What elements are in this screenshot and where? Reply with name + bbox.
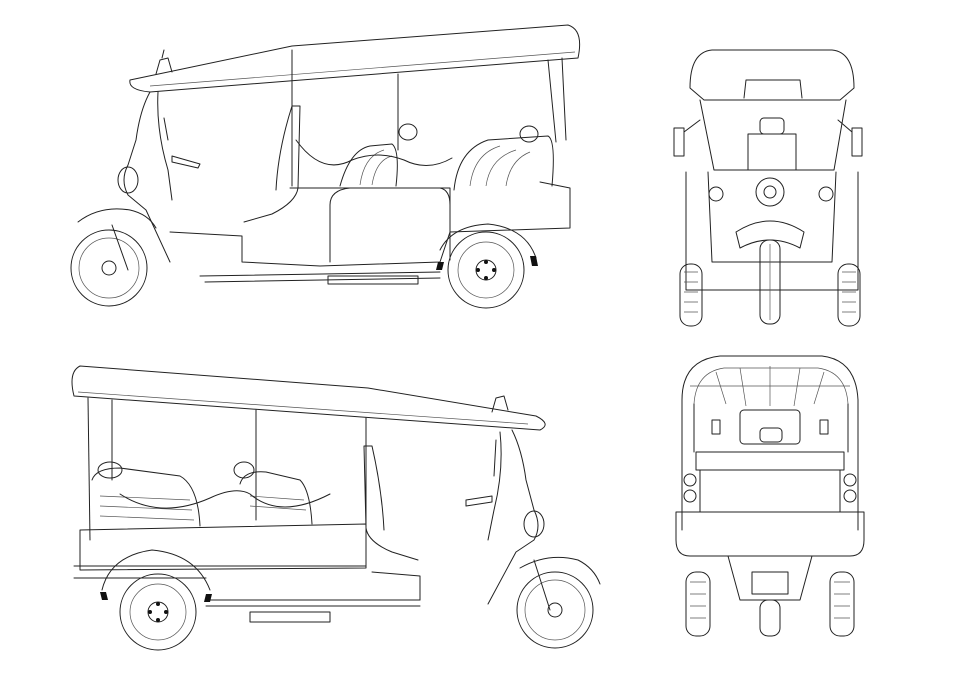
tail-light-right <box>843 473 857 487</box>
driver-seat-right <box>363 445 419 561</box>
front-cowl <box>123 91 171 263</box>
rear-view <box>675 355 865 637</box>
passenger-body-right <box>79 523 367 571</box>
mirror-right <box>851 127 863 157</box>
rear-view-wheel-left <box>685 571 711 637</box>
roof-right <box>71 365 546 431</box>
front-roof <box>689 49 855 101</box>
mirror-left <box>673 127 685 157</box>
handlebar-right <box>465 495 493 507</box>
front-fender <box>77 208 157 229</box>
roof <box>129 24 581 93</box>
rear-fender <box>439 223 537 259</box>
rear-body <box>675 511 865 557</box>
rear-wheel <box>447 231 525 309</box>
front-headlight <box>755 177 785 207</box>
front-fender-right <box>519 556 601 585</box>
front-view <box>673 49 863 327</box>
rear-fender-right <box>101 549 211 591</box>
rear-view-front-wheel <box>759 599 781 637</box>
rear-wheel-right <box>119 573 197 651</box>
passenger-body <box>289 187 451 261</box>
side-view-left <box>70 24 581 309</box>
side-view-right <box>71 365 601 651</box>
bench-right-front <box>239 471 313 525</box>
handlebar <box>171 155 201 169</box>
driver-seat <box>243 105 301 223</box>
roof-light-right <box>491 395 509 413</box>
front-wheel <box>70 224 148 307</box>
chassis <box>169 181 571 267</box>
passenger-bench-rear <box>453 135 554 191</box>
headlight-right <box>523 510 545 538</box>
bench-right-rear <box>91 467 201 527</box>
roof-light <box>155 57 173 75</box>
tail-light-left <box>683 473 697 487</box>
front-view-wheel-right <box>837 263 861 327</box>
front-view-wheel-left <box>679 263 703 327</box>
front-view-wheel <box>759 239 781 325</box>
passenger-bench-front <box>339 143 398 187</box>
headlight <box>117 166 139 194</box>
rear-view-wheel-right <box>829 571 855 637</box>
rear-canopy <box>681 355 859 401</box>
front-wheel-right <box>516 559 594 649</box>
